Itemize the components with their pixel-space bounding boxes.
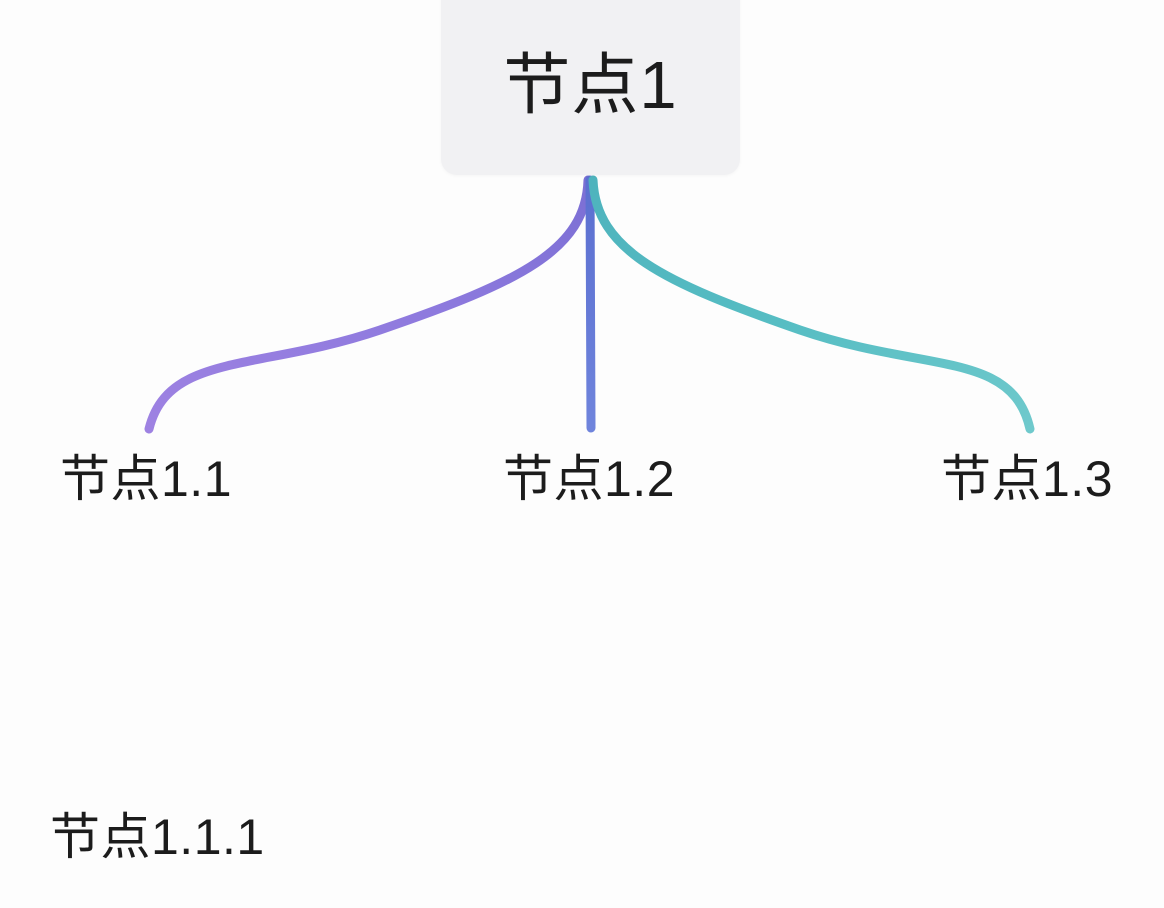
node-1-1-1[interactable]: 节点1.1.1 [50, 812, 265, 862]
node-1-3-label: 节点1.3 [941, 451, 1114, 507]
node-root-card[interactable]: 节点1 [441, 0, 740, 175]
node-1-3[interactable]: 节点1.3 [941, 454, 1113, 504]
node-1-2[interactable]: 节点1.2 [503, 454, 675, 504]
node-1-2-label: 节点1.2 [503, 451, 676, 507]
node-1-1-1-label: 节点1.1.1 [50, 809, 265, 865]
edge-root-to-node-1-3 [588, 175, 1035, 434]
node-1-1-label: 节点1.1 [60, 451, 233, 507]
node-1-1[interactable]: 节点1.1 [60, 454, 232, 504]
node-root-label: 节点1 [503, 48, 678, 123]
edge-root-to-node-1-1 [144, 175, 593, 434]
edge-root-to-node-1-2 [585, 175, 596, 433]
